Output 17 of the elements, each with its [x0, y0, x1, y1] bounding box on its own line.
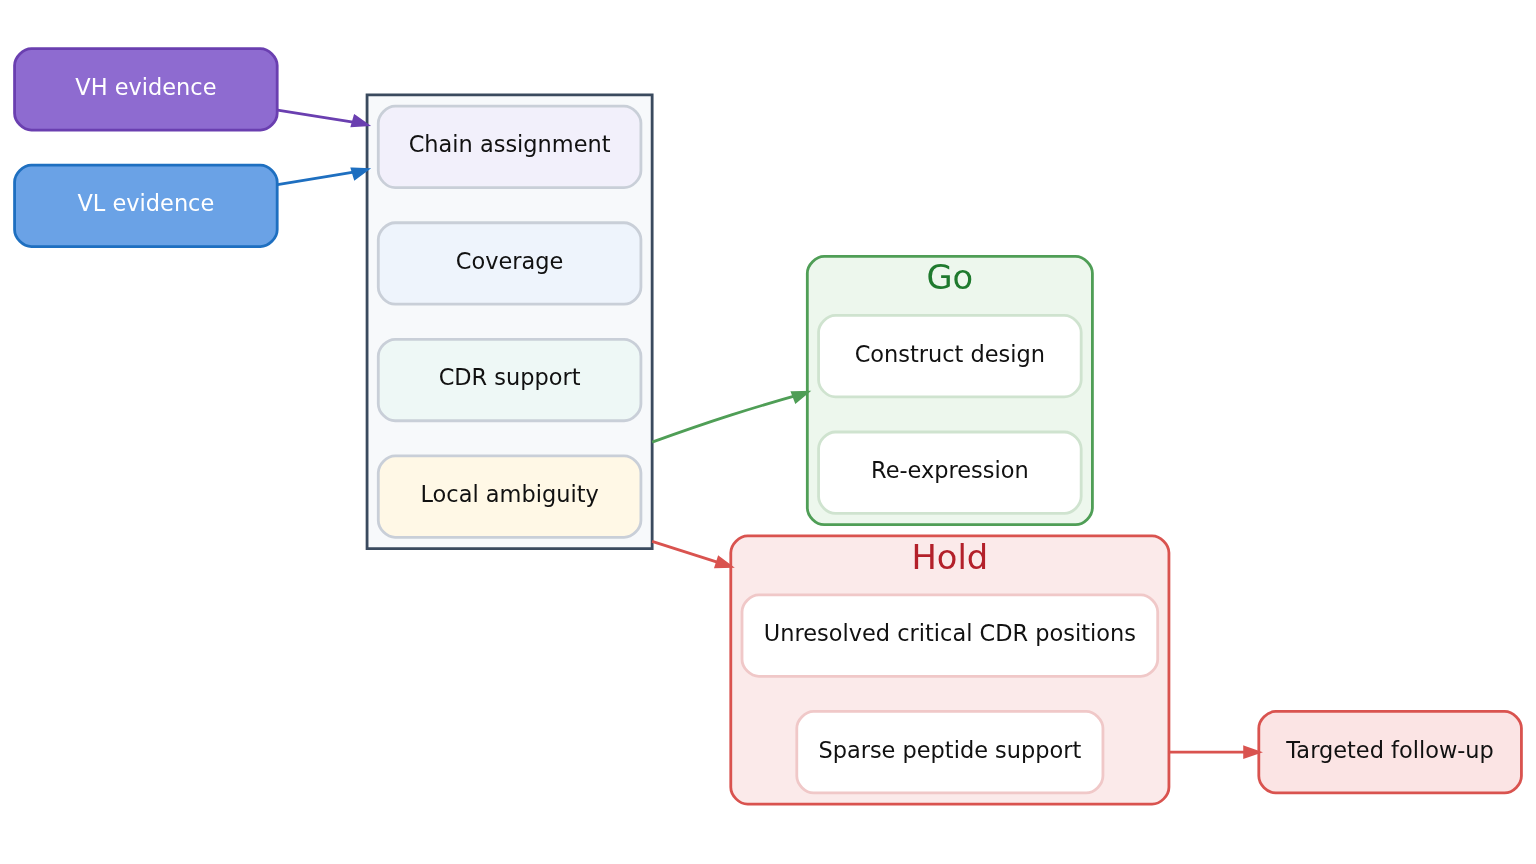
node-box: Construct design: [817, 314, 1083, 399]
node-box: VL evidence: [13, 163, 279, 249]
node-box: Unresolved critical CDR positions: [740, 593, 1160, 678]
node-box: Local ambiguity: [376, 454, 643, 539]
node-box: Re-expression: [817, 430, 1083, 515]
node-box: VH evidence: [13, 47, 279, 132]
arrow: [277, 167, 372, 186]
node-box: Sparse peptide support: [795, 710, 1105, 795]
arrow: [277, 108, 372, 128]
node-box: CDR support: [376, 337, 643, 423]
arrow: [651, 390, 812, 444]
arrow: [1168, 745, 1263, 760]
node-box: Coverage: [376, 221, 643, 306]
cluster: [365, 93, 654, 550]
arrow: [651, 540, 735, 569]
node-box: Targeted follow-up: [1257, 710, 1523, 795]
node-box: Chain assignment: [376, 104, 643, 190]
